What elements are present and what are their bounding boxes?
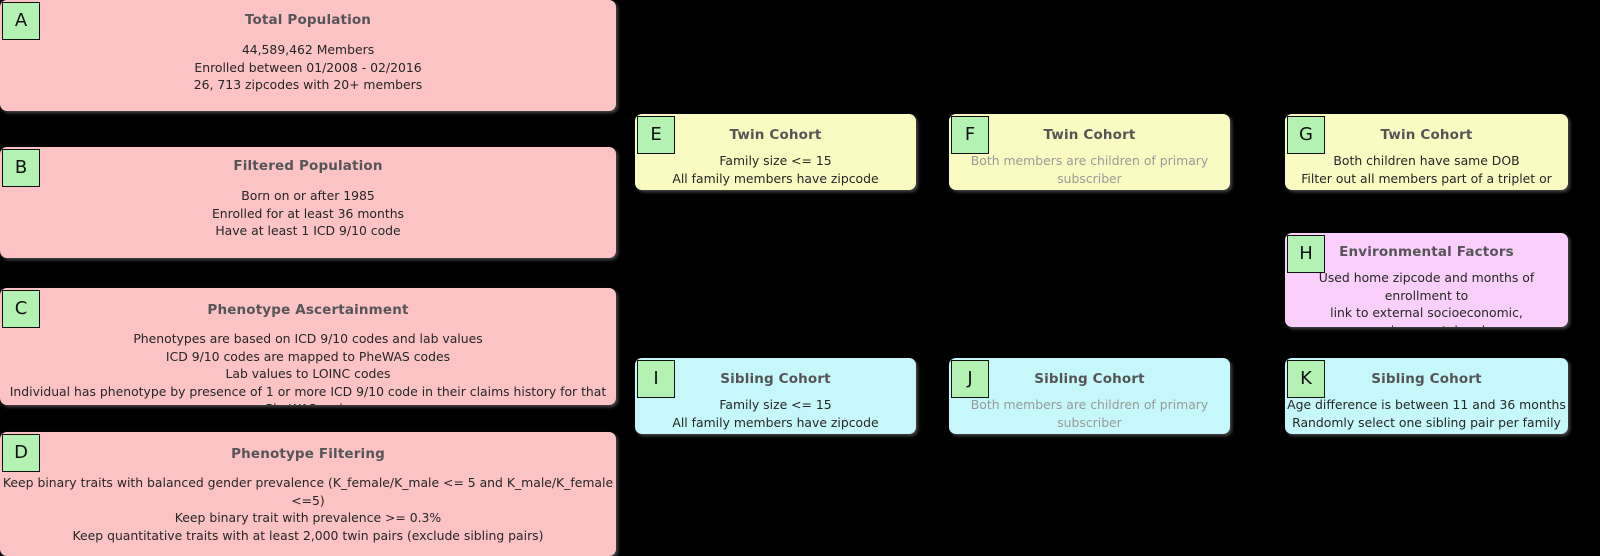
node-g-twin-cohort[interactable]: G Twin Cohort Both children have same DO… <box>1285 114 1568 190</box>
node-title-d: Phenotype Filtering <box>231 446 385 462</box>
node-tag-a: A <box>2 2 40 40</box>
node-e-twin-cohort[interactable]: E Twin Cohort Family size <= 15 All fami… <box>635 114 916 190</box>
node-title-a: Total Population <box>244 12 372 28</box>
node-tag-b: B <box>2 149 40 187</box>
node-tag-h: H <box>1287 235 1325 273</box>
node-title-h: Environmental Factors <box>1339 244 1514 260</box>
node-tag-g: G <box>1287 116 1325 154</box>
node-title-f: Twin Cohort <box>1043 127 1136 143</box>
node-h-environmental-factors[interactable]: H Environmental Factors Used home zipcod… <box>1285 233 1568 327</box>
node-tag-c: C <box>2 290 40 328</box>
node-body-c: Phenotypes are based on ICD 9/10 codes a… <box>9 331 607 405</box>
node-body-i: Family size <= 15 All family members hav… <box>672 397 879 434</box>
node-body-h: Used home zipcode and months of enrollme… <box>1318 270 1535 327</box>
node-body-f: Both members are children of primary sub… <box>968 153 1212 190</box>
node-d-phenotype-filtering[interactable]: D Phenotype Filtering Keep binary traits… <box>0 432 616 556</box>
node-body-j: Both members are children of primary sub… <box>968 397 1212 434</box>
node-c-phenotype-ascertainment[interactable]: C Phenotype Ascertainment Phenotypes are… <box>0 288 616 405</box>
node-title-k: Sibling Cohort <box>1371 371 1482 387</box>
node-title-c: Phenotype Ascertainment <box>207 302 409 318</box>
node-body-d: Keep binary traits with balanced gender … <box>2 475 614 543</box>
node-a-total-population[interactable]: A Total Population 44,589,462 Members En… <box>0 0 616 111</box>
node-tag-k: K <box>1287 360 1325 398</box>
node-f-twin-cohort[interactable]: F Twin Cohort Both members are children … <box>949 114 1230 190</box>
node-i-sibling-cohort[interactable]: I Sibling Cohort Family size <= 15 All f… <box>635 358 916 434</box>
node-body-e: Family size <= 15 All family members hav… <box>672 153 879 190</box>
node-title-e: Twin Cohort <box>729 127 822 143</box>
node-tag-i: I <box>637 360 675 398</box>
node-title-i: Sibling Cohort <box>720 371 831 387</box>
node-b-filtered-population[interactable]: B Filtered Population Born on or after 1… <box>0 147 616 258</box>
node-body-k: Age difference is between 11 and 36 mont… <box>1287 397 1566 430</box>
node-tag-f: F <box>951 116 989 154</box>
node-body-b: Born on or after 1985 Enrolled for at le… <box>211 188 405 238</box>
node-title-g: Twin Cohort <box>1380 127 1473 143</box>
node-k-sibling-cohort[interactable]: K Sibling Cohort Age difference is betwe… <box>1285 358 1568 434</box>
node-tag-e: E <box>637 116 675 154</box>
node-j-sibling-cohort[interactable]: J Sibling Cohort Both members are childr… <box>949 358 1230 434</box>
node-tag-j: J <box>951 360 989 398</box>
node-title-b: Filtered Population <box>233 158 383 174</box>
node-body-a: 44,589,462 Members Enrolled between 01/2… <box>193 42 423 92</box>
node-title-j: Sibling Cohort <box>1034 371 1145 387</box>
node-body-g: Both children have same DOB Filter out a… <box>1301 153 1552 190</box>
node-tag-d: D <box>2 434 40 472</box>
